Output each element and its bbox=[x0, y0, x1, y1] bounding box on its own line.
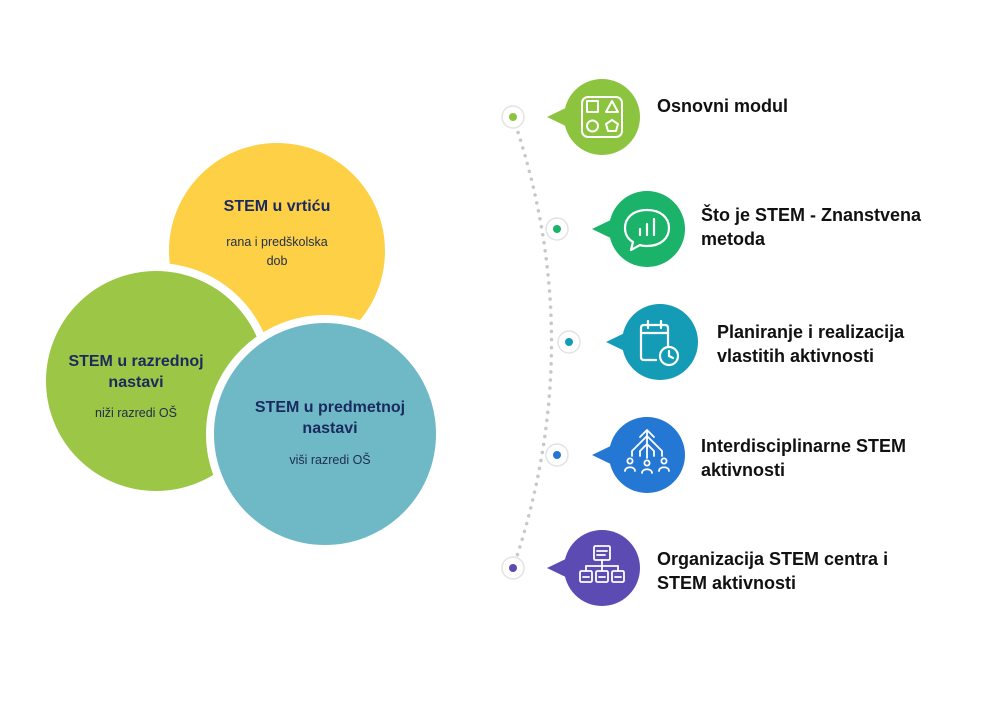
step-5 bbox=[501, 530, 640, 606]
step-1-node-dot bbox=[509, 113, 517, 121]
circle-predmetna-subtitle: viši razredi OŠ bbox=[289, 453, 371, 467]
step-2-label: Što je STEM - Znanstvena metoda bbox=[701, 205, 922, 249]
step-3-label: Planiranje i realizacija vlastitih aktiv… bbox=[717, 322, 905, 366]
step-5-node-dot bbox=[509, 564, 517, 572]
step-4 bbox=[545, 417, 685, 493]
circle-razredna-subtitle: niži razredi OŠ bbox=[95, 406, 177, 420]
step-3 bbox=[557, 304, 698, 380]
step-2 bbox=[545, 191, 685, 267]
network-people-icon bbox=[624, 429, 670, 474]
step-5-label: Organizacija STEM centra i STEM aktivnos… bbox=[657, 549, 889, 593]
circle-predmetna-title: STEM u predmetnoj nastavi bbox=[254, 399, 406, 437]
circle-predmetna bbox=[206, 315, 444, 553]
step-1 bbox=[501, 79, 640, 155]
step-1-label: Osnovni modul bbox=[657, 96, 789, 116]
circle-vrtic-subtitle: rana i predškolska dob bbox=[226, 235, 328, 268]
timeline-arc bbox=[511, 115, 554, 570]
step-2-node-dot bbox=[553, 225, 561, 233]
step-4-label: Interdisciplinarne STEM aktivnosti bbox=[701, 436, 907, 480]
org-chart-icon bbox=[579, 545, 625, 583]
step-3-node-dot bbox=[565, 338, 573, 346]
calendar-clock-icon bbox=[639, 319, 680, 367]
step-1-badge bbox=[564, 79, 640, 155]
venn-circles bbox=[38, 135, 444, 553]
circle-predmetna-text: STEM u predmetnoj nastavi viši razredi O… bbox=[232, 397, 428, 470]
circle-razredna-title: STEM u razrednoj nastavi bbox=[68, 353, 204, 391]
chat-chart-icon bbox=[623, 208, 671, 252]
circle-razredna-text: STEM u razrednoj nastavi niži razredi OŠ bbox=[51, 351, 221, 423]
circle-vrtic-text: STEM u vrtiću rana i predškolska dob bbox=[202, 196, 352, 271]
step-4-node-dot bbox=[553, 451, 561, 459]
step-3-badge bbox=[622, 304, 698, 380]
circle-vrtic-title: STEM u vrtiću bbox=[223, 198, 331, 215]
shapes-icon bbox=[581, 96, 623, 138]
